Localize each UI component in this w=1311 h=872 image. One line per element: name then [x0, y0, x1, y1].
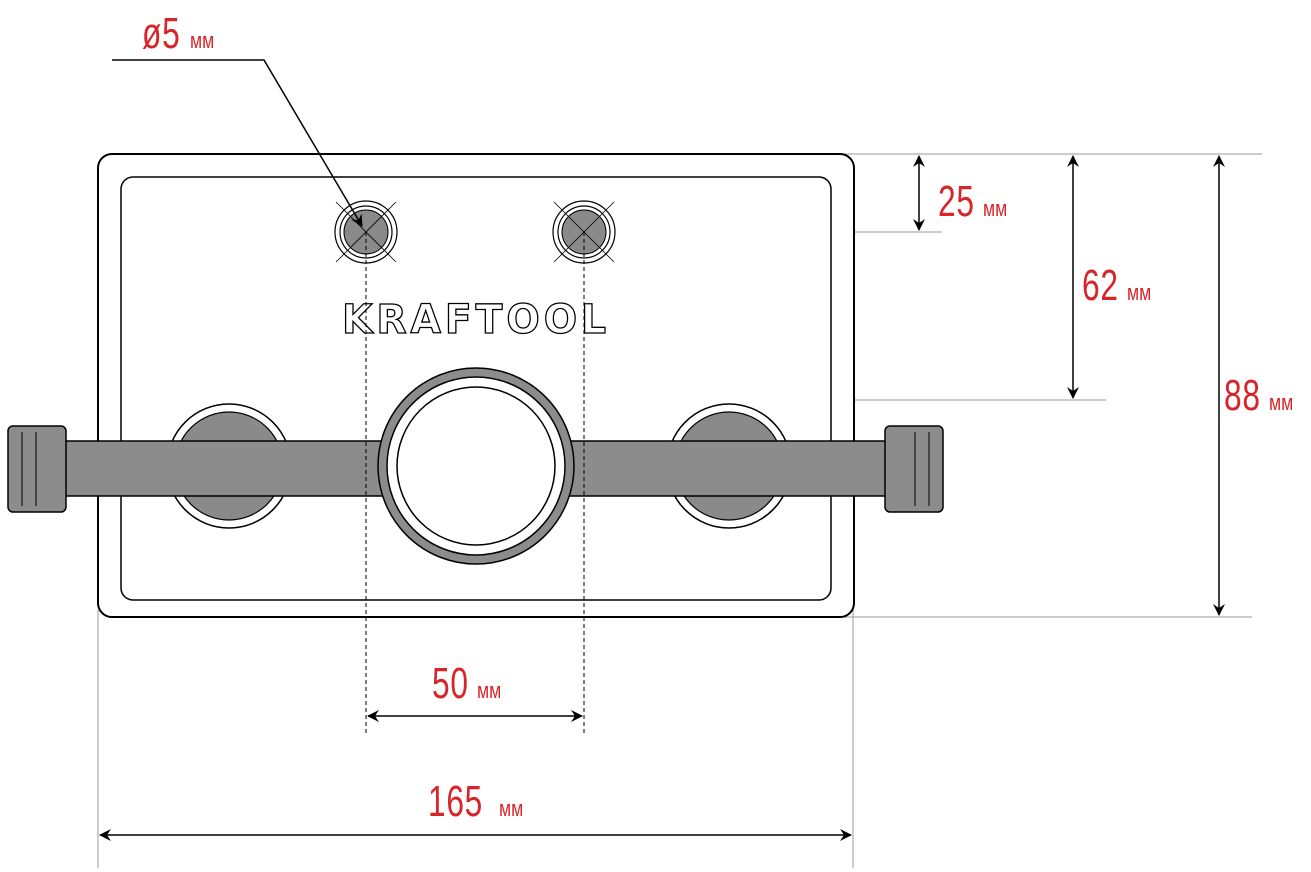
center-height-unit: мм	[1127, 280, 1152, 305]
hole-spacing-label: 50 мм	[432, 662, 508, 706]
center-guide-sleeve	[377, 367, 575, 565]
kraftool-logo: KRAFTOOL	[341, 296, 610, 343]
diameter-leader	[112, 59, 363, 227]
total-width-label: 165 мм	[428, 780, 529, 824]
hole-spacing-unit: мм	[477, 678, 502, 703]
hole-offset-label: 25 мм	[938, 180, 1014, 224]
total-height-label: 88 мм	[1224, 374, 1300, 418]
dimension-arrows	[99, 155, 1225, 841]
end-cap-left	[7, 425, 67, 513]
center-height-label: 62 мм	[1082, 264, 1158, 308]
hole-offset-unit: мм	[983, 196, 1008, 221]
total-height-value: 88	[1224, 371, 1261, 420]
hole-spacing-value: 50	[432, 659, 469, 708]
hole-diameter-label: ø5 мм	[142, 12, 220, 56]
center-height-value: 62	[1082, 261, 1119, 310]
end-cap-right	[884, 425, 944, 513]
svg-text:KRAFTOOL: KRAFTOOL	[342, 297, 610, 343]
hole-diameter-value: ø5	[142, 9, 181, 58]
hole-offset-value: 25	[938, 177, 975, 226]
total-width-value: 165	[428, 777, 484, 826]
total-height-unit: мм	[1269, 390, 1294, 415]
total-width-unit: мм	[498, 796, 524, 821]
hole-diameter-unit: мм	[189, 28, 215, 53]
